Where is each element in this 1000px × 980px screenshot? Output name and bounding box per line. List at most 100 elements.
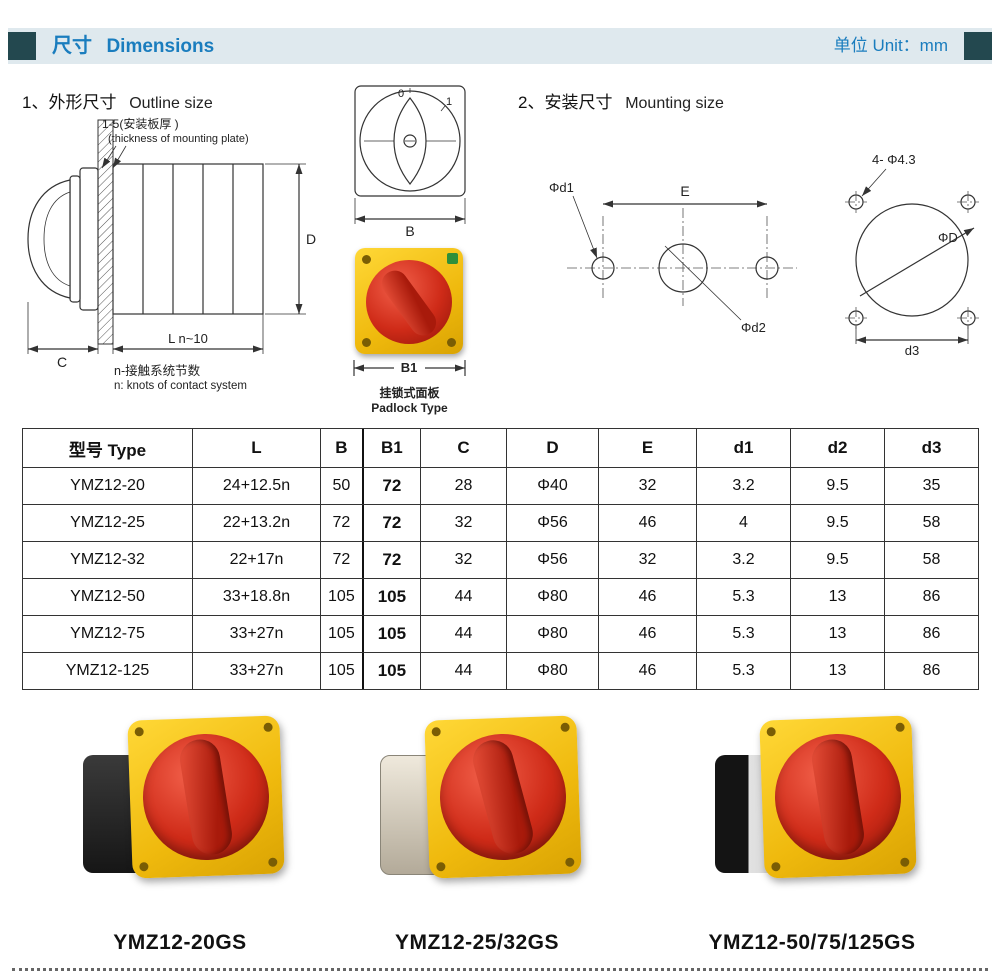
mounting-heading-cn: 安装尺寸: [544, 93, 613, 112]
cell-d3: 86: [884, 652, 979, 690]
screw-icon: [263, 722, 273, 732]
product-3: YMZ12-50/75/125GS: [692, 710, 932, 955]
col-header-E: E: [598, 428, 697, 468]
screw-icon: [361, 255, 371, 264]
dim-label-L: L n~10: [168, 331, 208, 346]
padlock-handle: [376, 265, 441, 341]
yellow-plate: [759, 715, 917, 879]
page-title-cn: 尺寸: [52, 35, 92, 57]
padlock-caption-en: Padlock Type: [371, 401, 448, 415]
cell-D: Φ56: [506, 504, 599, 542]
screw-icon: [771, 862, 781, 872]
mounting-holes-drawing: E Φd1 Φd2: [549, 180, 797, 335]
red-knob: [437, 731, 569, 863]
col-header-d3: d3: [884, 428, 979, 468]
cell-d3: 58: [884, 541, 979, 579]
header-left-square: [8, 32, 36, 60]
cell-d1: 3.2: [696, 467, 791, 505]
screw-icon: [565, 857, 575, 867]
header-right-square: [964, 32, 992, 60]
padlock-product-photo: [353, 246, 467, 358]
col-header-C: C: [420, 428, 507, 468]
red-knob: [140, 731, 272, 863]
cell-B1: 105: [361, 616, 420, 652]
cell-d2: 13: [790, 615, 885, 653]
screw-icon: [134, 727, 144, 737]
page-header: 尺寸 Dimensions 单位 Unit：mm: [8, 28, 992, 64]
screw-icon: [268, 857, 278, 867]
yellow-plate: [127, 715, 285, 879]
cell-C: 44: [420, 578, 507, 616]
col-header-D: D: [506, 428, 599, 468]
product-photo: [75, 710, 285, 905]
b1-dimension: B1: [353, 360, 466, 376]
cell-L: 22+17n: [192, 541, 321, 579]
thickness-label-en: (thickness of mounting plate): [108, 133, 249, 145]
cell-type: YMZ12-125: [22, 652, 193, 690]
knots-label-cn: n-接触系统节数: [114, 363, 201, 378]
padlock-caption-cn: 挂锁式面板: [379, 386, 440, 400]
cell-E: 46: [598, 615, 697, 653]
cell-d2: 13: [790, 578, 885, 616]
cell-L: 33+27n: [192, 652, 321, 690]
cell-d3: 35: [884, 467, 979, 505]
mounting-heading-en: Mounting size: [625, 95, 724, 112]
cell-L: 24+12.5n: [192, 467, 321, 505]
cell-B: 50: [332, 477, 351, 494]
cell-d1: 5.3: [696, 578, 791, 616]
cell-d3: 86: [884, 615, 979, 653]
outline-heading-en: Outline size: [129, 95, 213, 112]
cell-B: 105: [328, 588, 355, 605]
dim-label-bigD: ΦD: [938, 230, 958, 245]
unit-note: 单位 Unit：mm: [833, 36, 948, 55]
cell-B: 72: [332, 514, 351, 531]
outline-heading-number: 1、: [22, 93, 49, 112]
padlock-indicator: [446, 253, 458, 264]
outline-section-heading: 1、外形尺寸 Outline size: [22, 88, 213, 113]
dim-label-E: E: [680, 183, 689, 199]
cell-C: 44: [420, 652, 507, 690]
cell-type: YMZ12-75: [22, 615, 193, 653]
mounting-cutout-drawing: ΦD 4- Φ4.3 d3: [845, 152, 979, 358]
col-header-d2: d2: [790, 428, 885, 468]
cell-B1: 72: [361, 542, 420, 578]
cell-type: YMZ12-20: [22, 467, 193, 505]
dim-label-d1: Φd1: [549, 180, 574, 195]
cell-C: 28: [420, 467, 507, 505]
cell-E: 32: [598, 467, 697, 505]
screw-icon: [431, 727, 441, 737]
cell-C: 32: [420, 541, 507, 579]
cell-d3: 58: [884, 504, 979, 542]
padlock-knob: [365, 260, 452, 344]
cell-E: 32: [598, 541, 697, 579]
screw-icon: [900, 857, 910, 867]
dim-label-D: D: [306, 231, 316, 247]
cell-L: 33+27n: [192, 615, 321, 653]
product-1: YMZ12-20GS: [60, 710, 300, 955]
outline-side-view-drawing: D C L n~10 1-5(安装板厚 ) (thickness of moun…: [27, 116, 316, 392]
screw-icon: [436, 862, 446, 872]
cell-d1: 4: [696, 504, 791, 542]
cell-d2: 9.5: [790, 467, 885, 505]
cell-L: 22+13.2n: [192, 504, 321, 542]
cell-B: 105: [328, 662, 355, 679]
cell-B1: 72: [361, 468, 420, 504]
yellow-plate: [424, 715, 582, 879]
knots-label-en: n: knots of contact system: [114, 380, 247, 392]
cell-d1: 3.2: [696, 541, 791, 579]
col-header-L: L: [192, 428, 321, 468]
cell-E: 46: [598, 652, 697, 690]
knob-handle: [468, 735, 538, 859]
dim-label-B1: B1: [401, 360, 418, 375]
mounting-section-heading: 2、安装尺寸 Mounting size: [518, 88, 724, 113]
product-label: YMZ12-50/75/125GS: [708, 931, 916, 954]
